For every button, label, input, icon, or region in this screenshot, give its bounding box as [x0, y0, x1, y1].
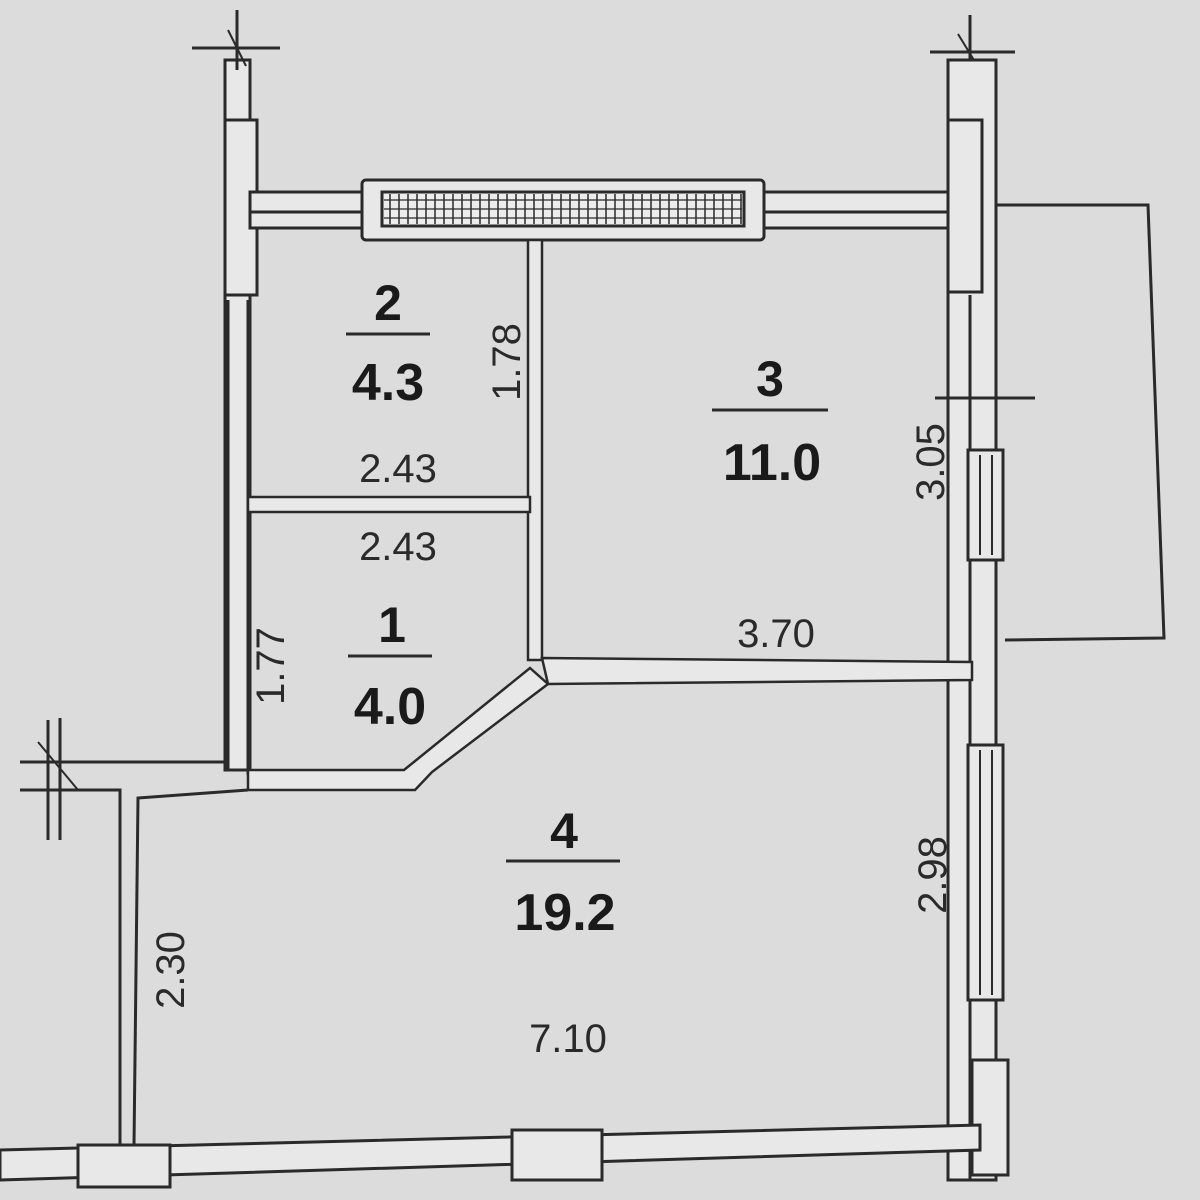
- svg-text:4: 4: [550, 803, 578, 859]
- dim-room3-height: 3.05: [909, 423, 953, 501]
- left-wall: [223, 58, 259, 775]
- dim-room4-width: 7.10: [529, 1017, 607, 1061]
- top-window: [360, 178, 766, 242]
- entrance-walls: [20, 718, 249, 1146]
- dim-room2-height: 1.78: [485, 323, 529, 401]
- svg-text:4.3: 4.3: [352, 354, 424, 412]
- dim-room1-height: 1.77: [249, 627, 293, 705]
- svg-text:3: 3: [756, 351, 784, 407]
- bottom-wall: [0, 1123, 982, 1189]
- dim-room1-width: 2.43: [359, 525, 437, 569]
- interior-walls: [246, 238, 974, 792]
- dim-room3-width: 3.70: [737, 612, 815, 656]
- svg-text:4.0: 4.0: [354, 678, 426, 736]
- right-wall: [935, 58, 1035, 1182]
- svg-text:1: 1: [378, 597, 406, 653]
- svg-text:11.0: 11.0: [723, 434, 821, 492]
- dim-room4-height-right: 2.98: [911, 836, 955, 914]
- dim-room4-height-left: 2.30: [149, 931, 193, 1009]
- room-4-label: 4 19.2: [506, 803, 620, 942]
- dim-room2-width: 2.43: [359, 447, 437, 491]
- axis-mark-top-left: [192, 10, 280, 70]
- room-1-label: 1 4.0: [348, 597, 432, 736]
- room-3-label: 3 11.0: [712, 351, 828, 492]
- svg-text:2: 2: [374, 275, 402, 331]
- svg-text:19.2: 19.2: [514, 884, 615, 942]
- room-2-label: 2 4.3: [346, 275, 430, 412]
- balcony: [996, 203, 1166, 642]
